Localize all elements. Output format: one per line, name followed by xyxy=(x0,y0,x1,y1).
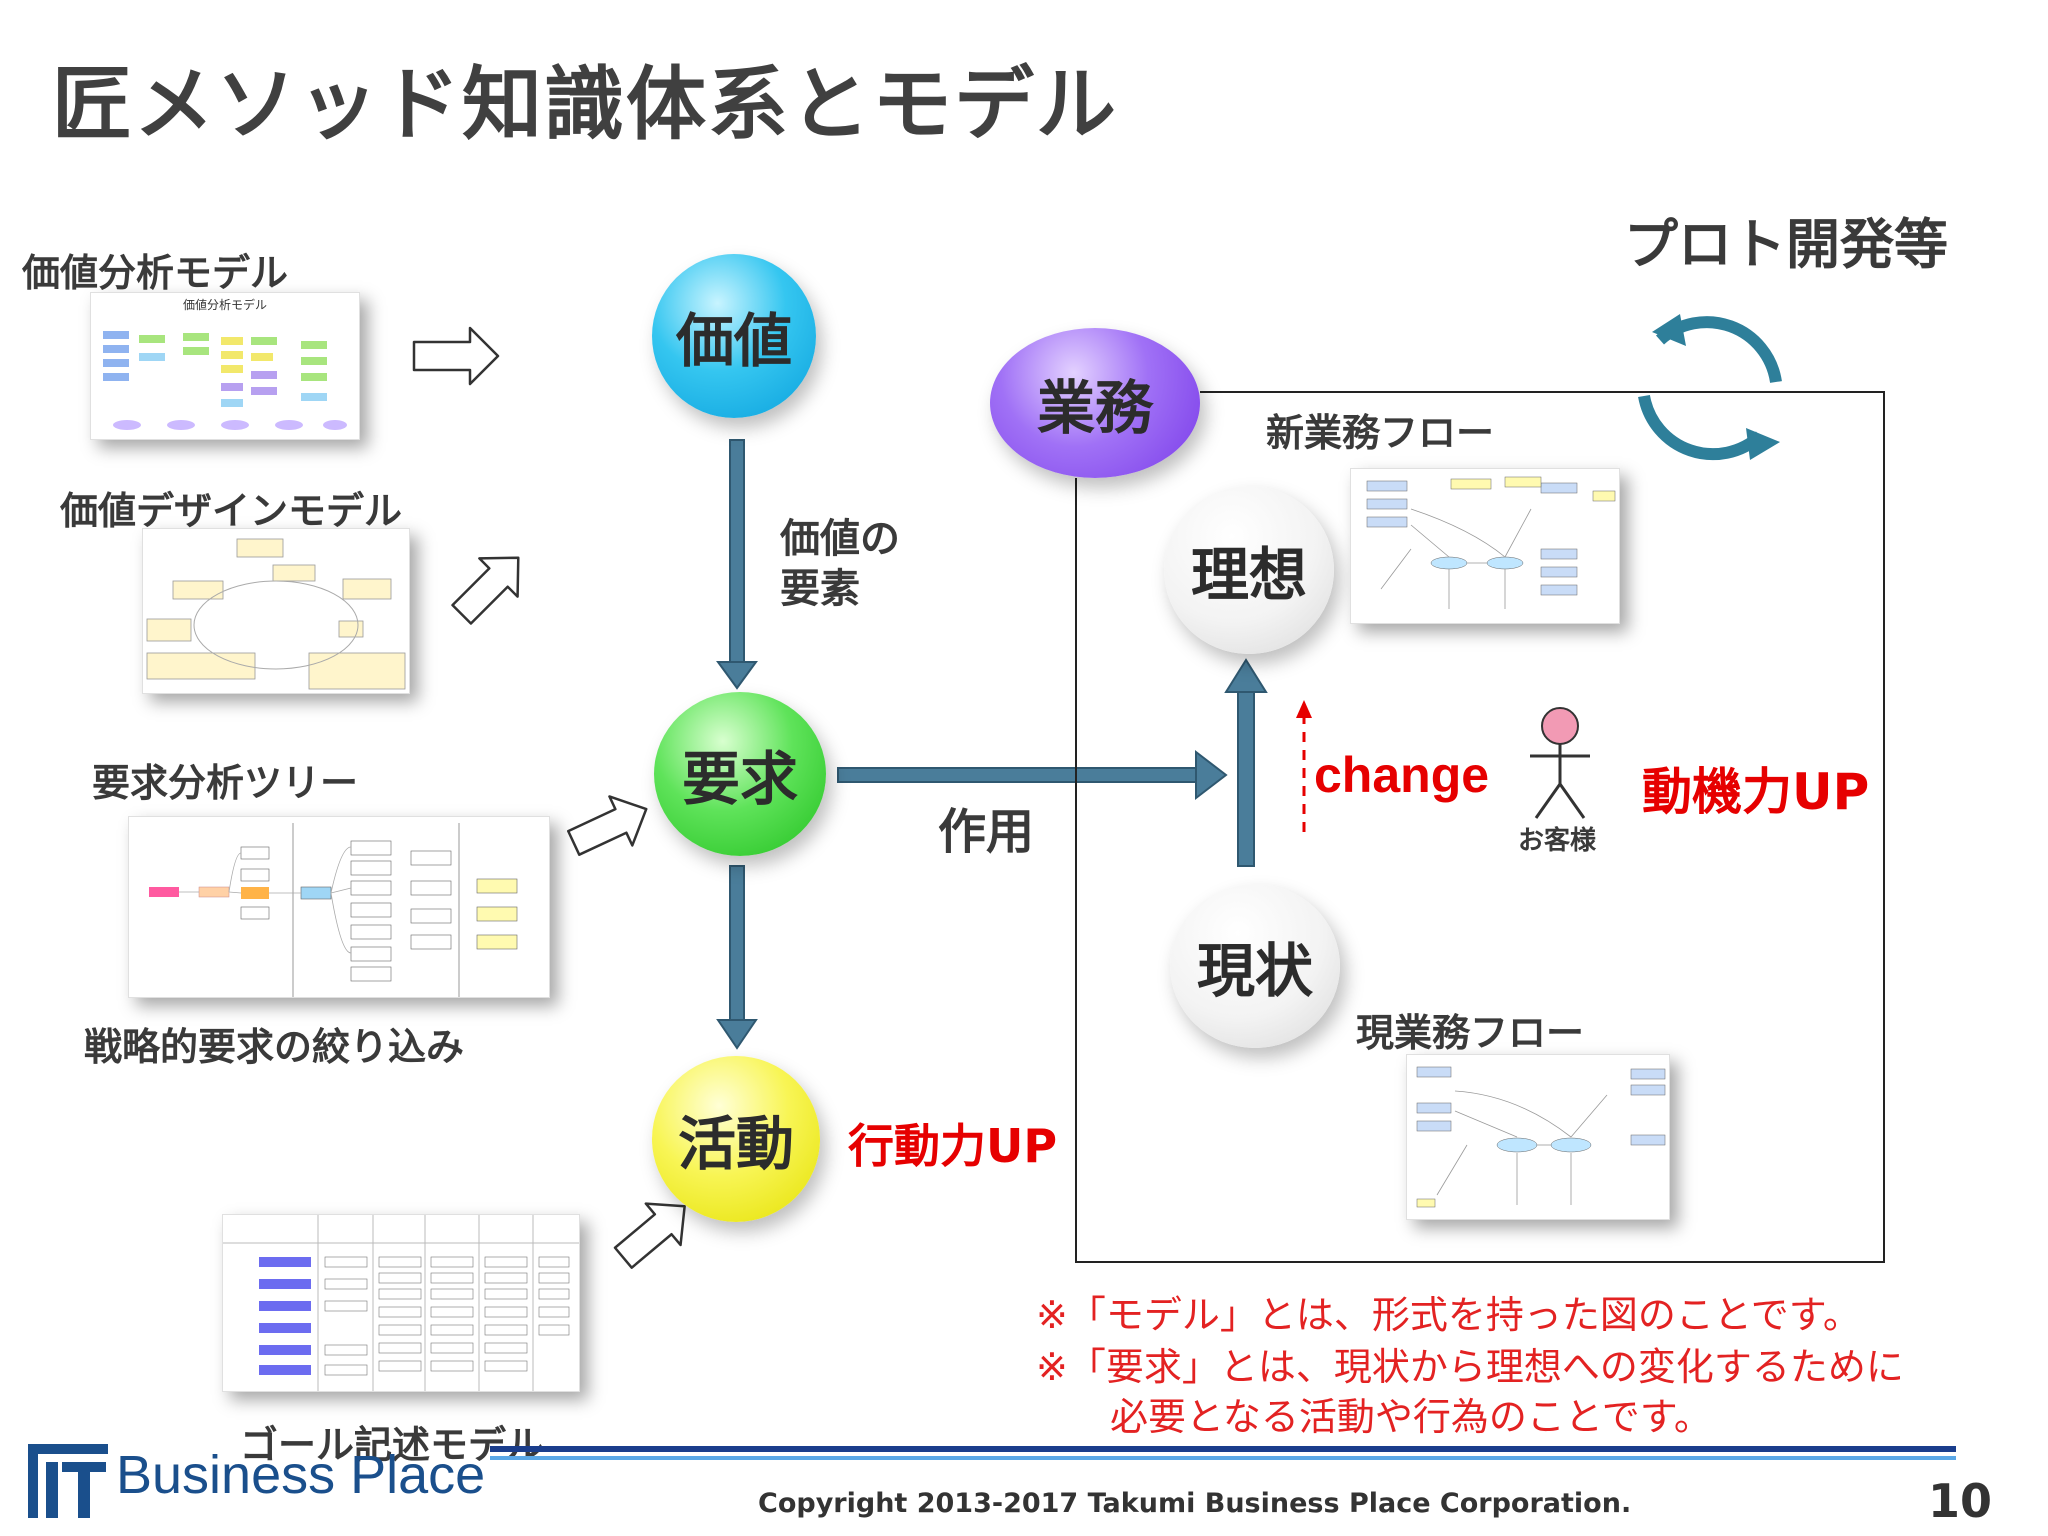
logo-mark-icon xyxy=(28,1444,108,1518)
value-design-thumbnail xyxy=(142,528,410,694)
value-circle: 価値 xyxy=(652,254,816,418)
goal-model-thumbnail xyxy=(222,1214,580,1392)
ideal-circle: 理想 xyxy=(1164,486,1334,654)
new-flow-thumbnail xyxy=(1350,468,1620,624)
requirement-circle: 要求 xyxy=(654,692,826,856)
page-number: 10 xyxy=(1928,1474,1993,1528)
activity-circle: 活動 xyxy=(652,1056,820,1222)
thumb-title: 価値分析モデル xyxy=(183,297,267,312)
value-analysis-model-label: 価値分析モデル xyxy=(22,251,289,295)
arrow-goal-model xyxy=(613,1202,686,1269)
note-requirement-line1: ※「要求」とは、現状から理想への変化するために xyxy=(1036,1345,1904,1389)
page-title: 匠メソッド知識体系とモデル xyxy=(52,58,1118,151)
value-element-label-line1: 価値の xyxy=(780,516,900,562)
business-frame xyxy=(1075,391,1885,1263)
prototype-label: プロト開発等 xyxy=(1624,213,1948,276)
customer-figure xyxy=(1530,707,1590,819)
arrow-requirement-to-business xyxy=(837,767,1199,783)
value-analysis-thumbnail: 価値分析モデル xyxy=(90,292,360,440)
effect-label: 作用 xyxy=(938,804,1035,860)
note-requirement-line2: 必要となる活動や行為のことです。 xyxy=(1110,1395,1712,1439)
company-logo: Business Place xyxy=(26,1442,485,1522)
current-flow-label: 現業務フロー xyxy=(1356,1011,1585,1055)
customer-label: お客様 xyxy=(1518,826,1597,856)
copyright: Copyright 2013-2017 Takumi Business Plac… xyxy=(758,1488,1632,1519)
action-up-label: 行動力UP xyxy=(848,1119,1058,1173)
business-circle: 業務 xyxy=(990,328,1200,478)
current-circle: 現状 xyxy=(1170,884,1340,1048)
arrow-requirement-to-activity xyxy=(729,865,745,1023)
requirement-tree-label: 要求分析ツリー xyxy=(92,761,359,805)
footer-line-light xyxy=(490,1456,1956,1460)
current-flow-thumbnail xyxy=(1406,1054,1670,1220)
new-flow-label: 新業務フロー xyxy=(1266,411,1495,455)
arrow-current-to-ideal xyxy=(1237,689,1255,867)
change-label: change xyxy=(1314,747,1490,803)
logo-text: Business Place xyxy=(116,1445,486,1505)
motivation-up-label: 動機力UP xyxy=(1642,763,1870,821)
strategic-requirement-label: 戦略的要求の絞り込み xyxy=(84,1025,465,1069)
arrow-value-to-requirement xyxy=(729,439,745,663)
arrow-value-design xyxy=(451,556,520,625)
arrow-requirement-tree xyxy=(567,795,648,856)
value-design-model-label: 価値デザインモデル xyxy=(60,489,403,533)
footer-line-dark xyxy=(490,1446,1956,1452)
value-element-label-line2: 要素 xyxy=(780,566,860,612)
note-model: ※「モデル」とは、形式を持った図のことです。 xyxy=(1036,1293,1861,1337)
requirement-tree-thumbnail xyxy=(128,816,550,998)
change-arrowhead xyxy=(1296,700,1312,718)
arrow-value-analysis xyxy=(412,326,500,386)
